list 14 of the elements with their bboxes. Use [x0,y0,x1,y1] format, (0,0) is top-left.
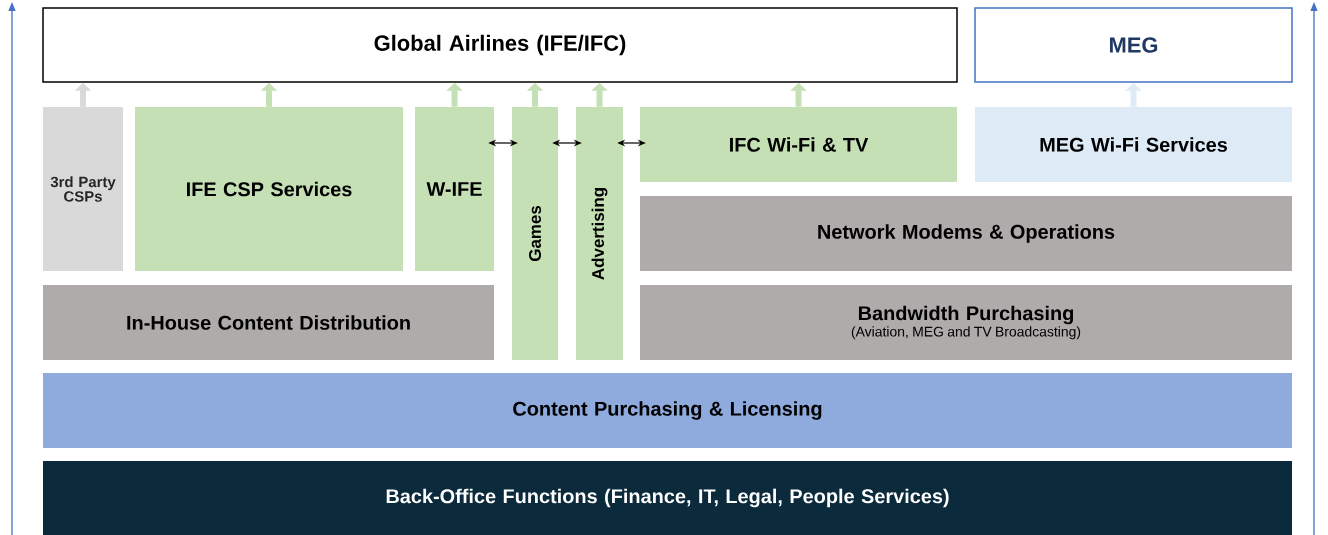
layer-band: Back-Office Functions (Finance, IT, Legal, People Services) [43,461,1292,535]
heading-box: Global Airlines (IFE/IFC) [42,7,958,83]
service-box: IFC Wi-Fi & TV [640,107,957,182]
service-bar: Advertising [576,107,623,360]
service-bar: Games [512,107,558,360]
layer-band: Bandwidth Purchasing (Aviation, MEG and TV Broadcasting) [640,285,1292,360]
layer-band: In-House Content Distribution [43,285,494,360]
heading-box: MEG [974,7,1293,83]
layer-band: Network Modems & Operations [640,196,1292,271]
service-box: 3rd Party CSPs [43,107,123,271]
service-box: W-IFE [415,107,494,271]
service-box: MEG Wi-Fi Services [975,107,1292,182]
layer-band: Content Purchasing & Licensing [43,373,1292,448]
service-box: IFE CSP Services [135,107,403,271]
